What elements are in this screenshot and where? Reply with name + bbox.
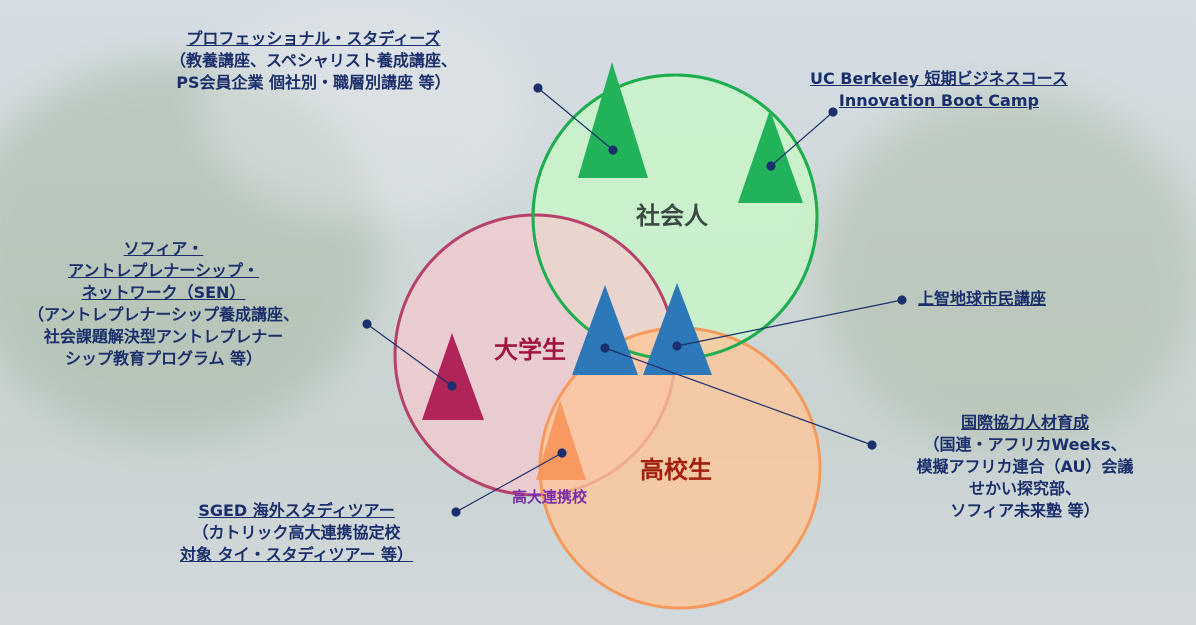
program-title[interactable]: ネットワーク（SEN） <box>81 283 246 302</box>
program-title[interactable]: プロフェッショナル・スタディーズ <box>186 29 441 48</box>
triangle-sen <box>422 333 484 420</box>
label-working: 社会人 <box>636 202 708 230</box>
program-sged: SGED 海外スタディツアー （カトリック高大連携協定校 対象 タイ・スタディツ… <box>180 500 413 566</box>
program-detail: （カトリック高大連携協定校 <box>192 523 401 542</box>
program-detail: 模擬アフリカ連合（AU）会議 <box>916 457 1134 476</box>
program-sen: ソフィア・ アントレプレナーシップ・ ネットワーク（SEN） （アントレプレナー… <box>28 238 299 370</box>
label-partner-school: 高大連携校 <box>512 488 588 506</box>
label-highschool: 高校生 <box>640 456 712 484</box>
triangle-citizen <box>643 283 712 375</box>
program-title[interactable]: Innovation Boot Camp <box>838 91 1039 110</box>
background-building <box>200 0 530 220</box>
program-detail: シップ教育プログラム 等） <box>64 349 263 368</box>
background-tree <box>820 90 1196 450</box>
connectors <box>362 83 907 517</box>
program-title[interactable]: 国際協力人材育成 <box>960 413 1089 432</box>
program-title[interactable]: ソフィア・ <box>123 239 204 258</box>
program-detail: せかい探究部、 <box>968 479 1081 498</box>
program-berkeley: UC Berkeley 短期ビジネスコース Innovation Boot Ca… <box>810 68 1068 112</box>
triangle-intl <box>572 285 638 375</box>
triangle-berkeley <box>738 110 803 203</box>
program-detail: ソフィア未来塾 等） <box>950 501 1100 520</box>
triangle-professional <box>578 62 648 178</box>
program-professional: プロフェッショナル・スタディーズ （教養講座、スペシャリスト養成講座、 PS会員… <box>170 28 457 94</box>
program-detail: 社会課題解決型アントレプレナー <box>43 327 284 346</box>
program-detail: （国連・アフリカWeeks、 <box>923 435 1127 454</box>
label-university: 大学生 <box>494 336 566 364</box>
program-title[interactable]: 上智地球市民講座 <box>918 289 1047 308</box>
program-detail: （アントレプレナーシップ養成講座、 <box>28 305 300 324</box>
program-title[interactable]: UC Berkeley 短期ビジネスコース <box>810 69 1068 88</box>
program-citizen: 上智地球市民講座 <box>918 288 1046 310</box>
program-intl: 国際協力人材育成 （国連・アフリカWeeks、 模擬アフリカ連合（AU）会議 せ… <box>880 412 1170 522</box>
program-title[interactable]: SGED 海外スタディツアー <box>198 501 395 520</box>
program-detail: （教養講座、スペシャリスト養成講座、 <box>170 51 457 70</box>
program-title[interactable]: アントレプレナーシップ・ <box>68 261 260 280</box>
program-detail: PS会員企業 個社別・職層別講座 等） <box>176 73 451 92</box>
program-detail: 対象 タイ・スタディツアー 等） <box>180 545 414 564</box>
background-tree <box>0 60 380 440</box>
